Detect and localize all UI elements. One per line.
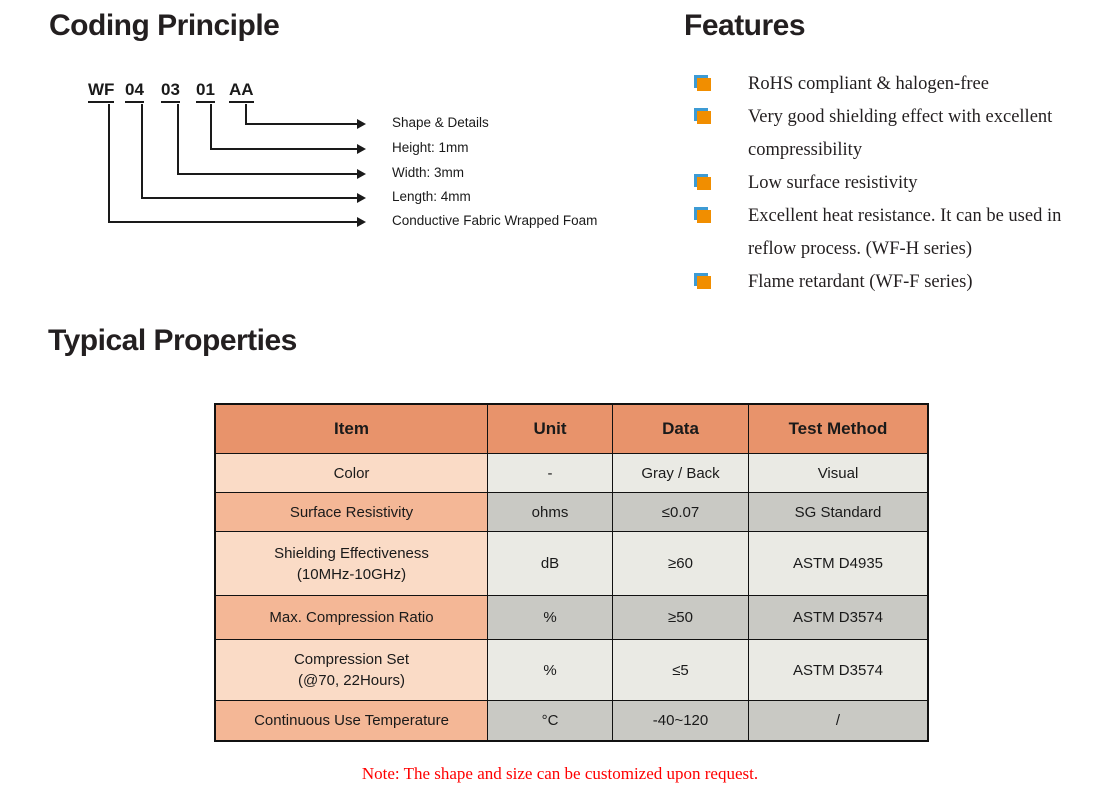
leader-label-3: Width: 3mm — [392, 165, 465, 180]
cell-item: Compression Set(@70, 22Hours) — [214, 639, 488, 701]
cell-data: ≥50 — [612, 595, 749, 640]
orange-square-bullet-icon — [694, 273, 716, 297]
page-title-features: Features — [684, 9, 806, 42]
leader-label-5: Conductive Fabric Wrapped Foam — [392, 213, 598, 228]
table-header-row: Item Unit Data Test Method — [214, 403, 929, 454]
page-title-typical-properties: Typical Properties — [48, 324, 297, 357]
arrow-icon-4 — [357, 193, 366, 203]
feature-item: Low surface resistivity — [694, 167, 1114, 200]
cell-data: ≤0.07 — [612, 492, 749, 532]
cell-unit: - — [487, 453, 613, 493]
feature-item: Flame retardant (WF-F series) — [694, 266, 1114, 299]
typical-properties-table: Item Unit Data Test Method Color-Gray / … — [214, 403, 929, 742]
code-token-3: 03 — [161, 80, 180, 103]
cell-test-method: ASTM D3574 — [748, 639, 929, 701]
table-note: Note: The shape and size can be customiz… — [361, 764, 759, 783]
code-token-2: 04 — [125, 80, 144, 103]
cell-test-method: ASTM D4935 — [748, 531, 929, 596]
column-header-item: Item — [214, 403, 488, 454]
feature-item-label: Excellent heat resistance. It can be use… — [748, 206, 1062, 259]
page-title-coding-principle: Coding Principle — [49, 9, 280, 42]
leader-horizontal-4 — [141, 197, 357, 199]
column-header-test-method: Test Method — [748, 403, 929, 454]
orange-square-bullet-icon — [694, 108, 716, 132]
feature-item: RoHS compliant & halogen-free — [694, 68, 1114, 101]
cell-item: Color — [214, 453, 488, 493]
code-token-1: WF — [88, 80, 115, 103]
cell-item: Max. Compression Ratio — [214, 595, 488, 640]
feature-item-label: Low surface resistivity — [748, 173, 918, 193]
leader-label-4: Length: 4mm — [392, 189, 471, 204]
feature-item-label: Very good shielding effect with excellen… — [748, 107, 1053, 160]
leader-horizontal-3 — [177, 173, 357, 175]
cell-test-method: Visual — [748, 453, 929, 493]
table-row: Continuous Use Temperature°C-40~120/ — [214, 700, 929, 741]
table-row: Shielding Effectiveness(10MHz-10GHz)dB≥6… — [214, 531, 929, 596]
code-token-5: AA — [229, 80, 254, 103]
cell-item: Surface Resistivity — [214, 492, 488, 532]
column-header-unit: Unit — [487, 403, 613, 454]
orange-square-bullet-icon — [694, 207, 716, 231]
cell-item: Shielding Effectiveness(10MHz-10GHz) — [214, 531, 488, 596]
cell-unit: dB — [487, 531, 613, 596]
leader-horizontal-1 — [245, 123, 357, 125]
feature-item-label: Flame retardant (WF-F series) — [748, 272, 973, 292]
leader-vertical-1 — [245, 104, 247, 123]
arrow-icon-1 — [357, 119, 366, 129]
cell-test-method: ASTM D3574 — [748, 595, 929, 640]
leader-label-1: Shape & Details — [392, 115, 489, 130]
leader-vertical-5 — [108, 104, 110, 221]
arrow-icon-5 — [357, 217, 366, 227]
cell-test-method: / — [748, 700, 929, 741]
arrow-icon-3 — [357, 169, 366, 179]
feature-item: Excellent heat resistance. It can be use… — [694, 200, 1114, 266]
cell-unit: ohms — [487, 492, 613, 532]
cell-data: Gray / Back — [612, 453, 749, 493]
leader-horizontal-2 — [210, 148, 357, 150]
leader-vertical-2 — [210, 104, 212, 148]
orange-square-bullet-icon — [694, 75, 716, 99]
leader-vertical-3 — [177, 104, 179, 173]
cell-unit: °C — [487, 700, 613, 741]
cell-data: -40~120 — [612, 700, 749, 741]
leader-label-2: Height: 1mm — [392, 140, 469, 155]
feature-item-label: RoHS compliant & halogen-free — [748, 74, 989, 94]
cell-test-method: SG Standard — [748, 492, 929, 532]
cell-item: Continuous Use Temperature — [214, 700, 488, 741]
feature-item: Very good shielding effect with excellen… — [694, 101, 1114, 167]
cell-unit: % — [487, 639, 613, 701]
column-header-data: Data — [612, 403, 749, 454]
arrow-icon-2 — [357, 144, 366, 154]
cell-unit: % — [487, 595, 613, 640]
orange-square-bullet-icon — [694, 174, 716, 198]
leader-horizontal-5 — [108, 221, 357, 223]
leader-vertical-4 — [141, 104, 143, 197]
cell-data: ≤5 — [612, 639, 749, 701]
code-token-4: 01 — [196, 80, 215, 103]
cell-data: ≥60 — [612, 531, 749, 596]
